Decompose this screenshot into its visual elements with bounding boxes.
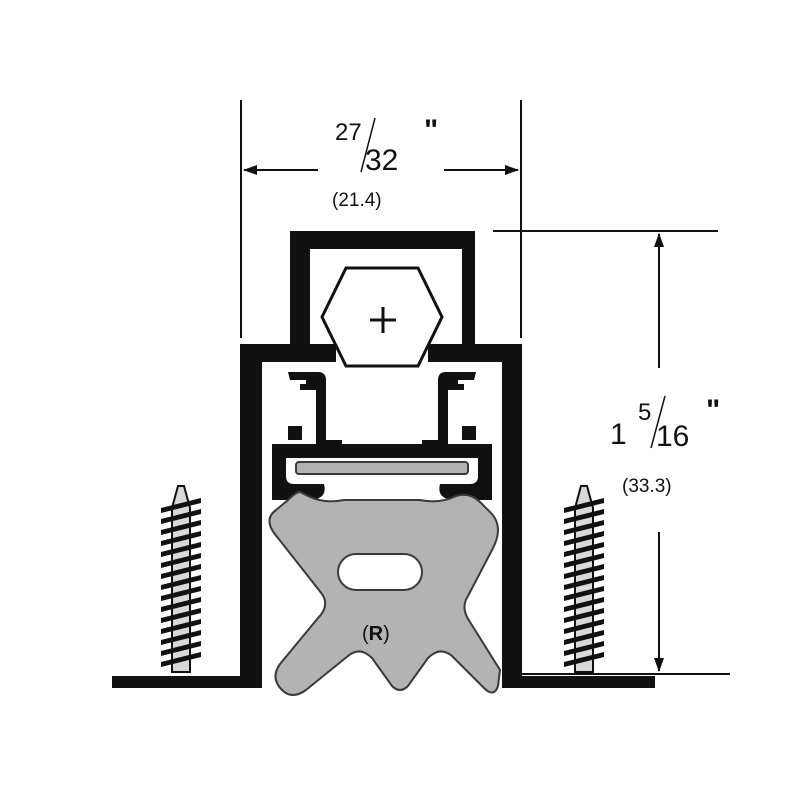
screw-thread [161,586,201,601]
inner-carrier-left-clip [288,372,342,446]
screw-thread [564,575,604,590]
screw-thread [564,531,604,546]
hex-nut [320,266,444,368]
screw-thread [564,542,604,557]
height-denominator: 16 [656,420,689,453]
seal-marking-suffix: ) [383,623,390,645]
screw-thread [161,498,201,513]
screw-thread [161,531,201,546]
screw-thread [161,641,201,656]
screw-thread [161,630,201,645]
screw-thread [161,509,201,524]
screw-thread [564,630,604,645]
screw-thread [564,597,604,612]
inner-carrier-right-clip [422,372,476,446]
height-dimension: 1 5 16 " (33.3) [493,230,730,675]
width-denominator: 32 [365,144,398,177]
height-metric: (33.3) [622,476,672,497]
screw-thread [161,542,201,557]
screw-thread [564,498,604,513]
inner-carrier-left-tab [288,426,302,440]
screw-thread [161,597,201,612]
rubber-seal: (R) [268,490,502,696]
channel-insert-strip [295,461,469,475]
screw-thread [161,619,201,634]
screw-thread [564,509,604,524]
seal-holder-channel [272,444,492,500]
screw-thread [564,520,604,535]
seal-marking-letter: R [369,623,384,645]
width-numerator: 27 [335,119,362,146]
height-inch-mark: " [706,394,720,427]
seal-body [268,490,502,696]
aluminum-housing [112,231,655,688]
height-numerator: 5 [638,399,651,426]
screw-thread [161,553,201,568]
screw-thread [564,553,604,568]
screw-thread [564,564,604,579]
width-fraction-slash [360,117,376,173]
height-whole: 1 [610,418,627,451]
height-fraction-slash [650,395,666,449]
width-metric: (21.4) [332,190,382,211]
seal-marking-prefix: ( [362,623,369,645]
screw-thread [161,608,201,623]
screw-thread [161,575,201,590]
inner-carrier-right-tab [462,426,476,440]
screw-thread [564,652,604,667]
seal-marking: (R) [362,623,390,645]
width-inch-mark: " [424,114,438,147]
screw-thread [564,586,604,601]
seal-slot [337,553,423,591]
screw-thread [161,520,201,535]
screw-right [564,485,604,673]
screw-thread [564,608,604,623]
screw-thread [564,641,604,656]
screw-thread [161,564,201,579]
screw-left [161,485,201,673]
screw-thread [564,619,604,634]
screw-thread [161,652,201,667]
width-dimension: 27 32 " (21.4) [240,100,522,338]
